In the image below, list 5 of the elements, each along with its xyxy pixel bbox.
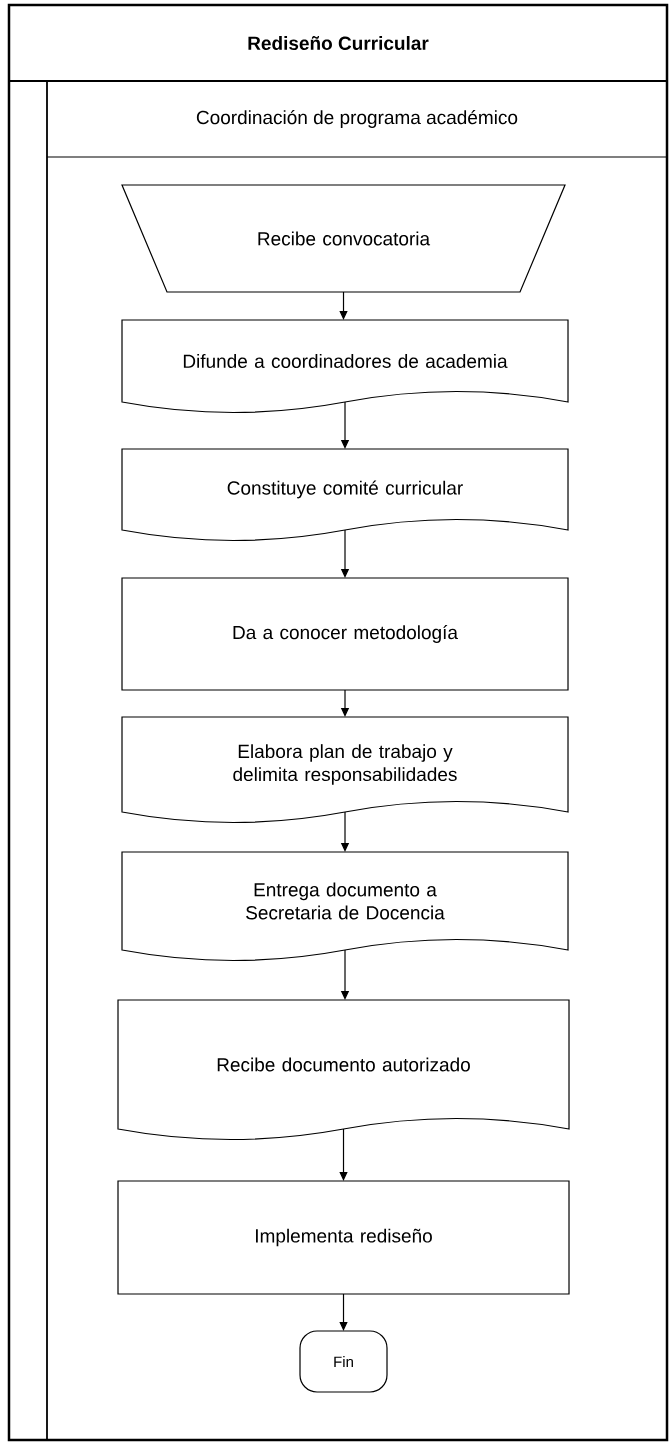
arrow xyxy=(339,1293,348,1331)
arrow xyxy=(339,291,348,320)
arrow xyxy=(339,1128,348,1181)
process-box: Implementa rediseño xyxy=(117,1180,570,1295)
process-box: Da a conocer metodología xyxy=(121,577,569,691)
